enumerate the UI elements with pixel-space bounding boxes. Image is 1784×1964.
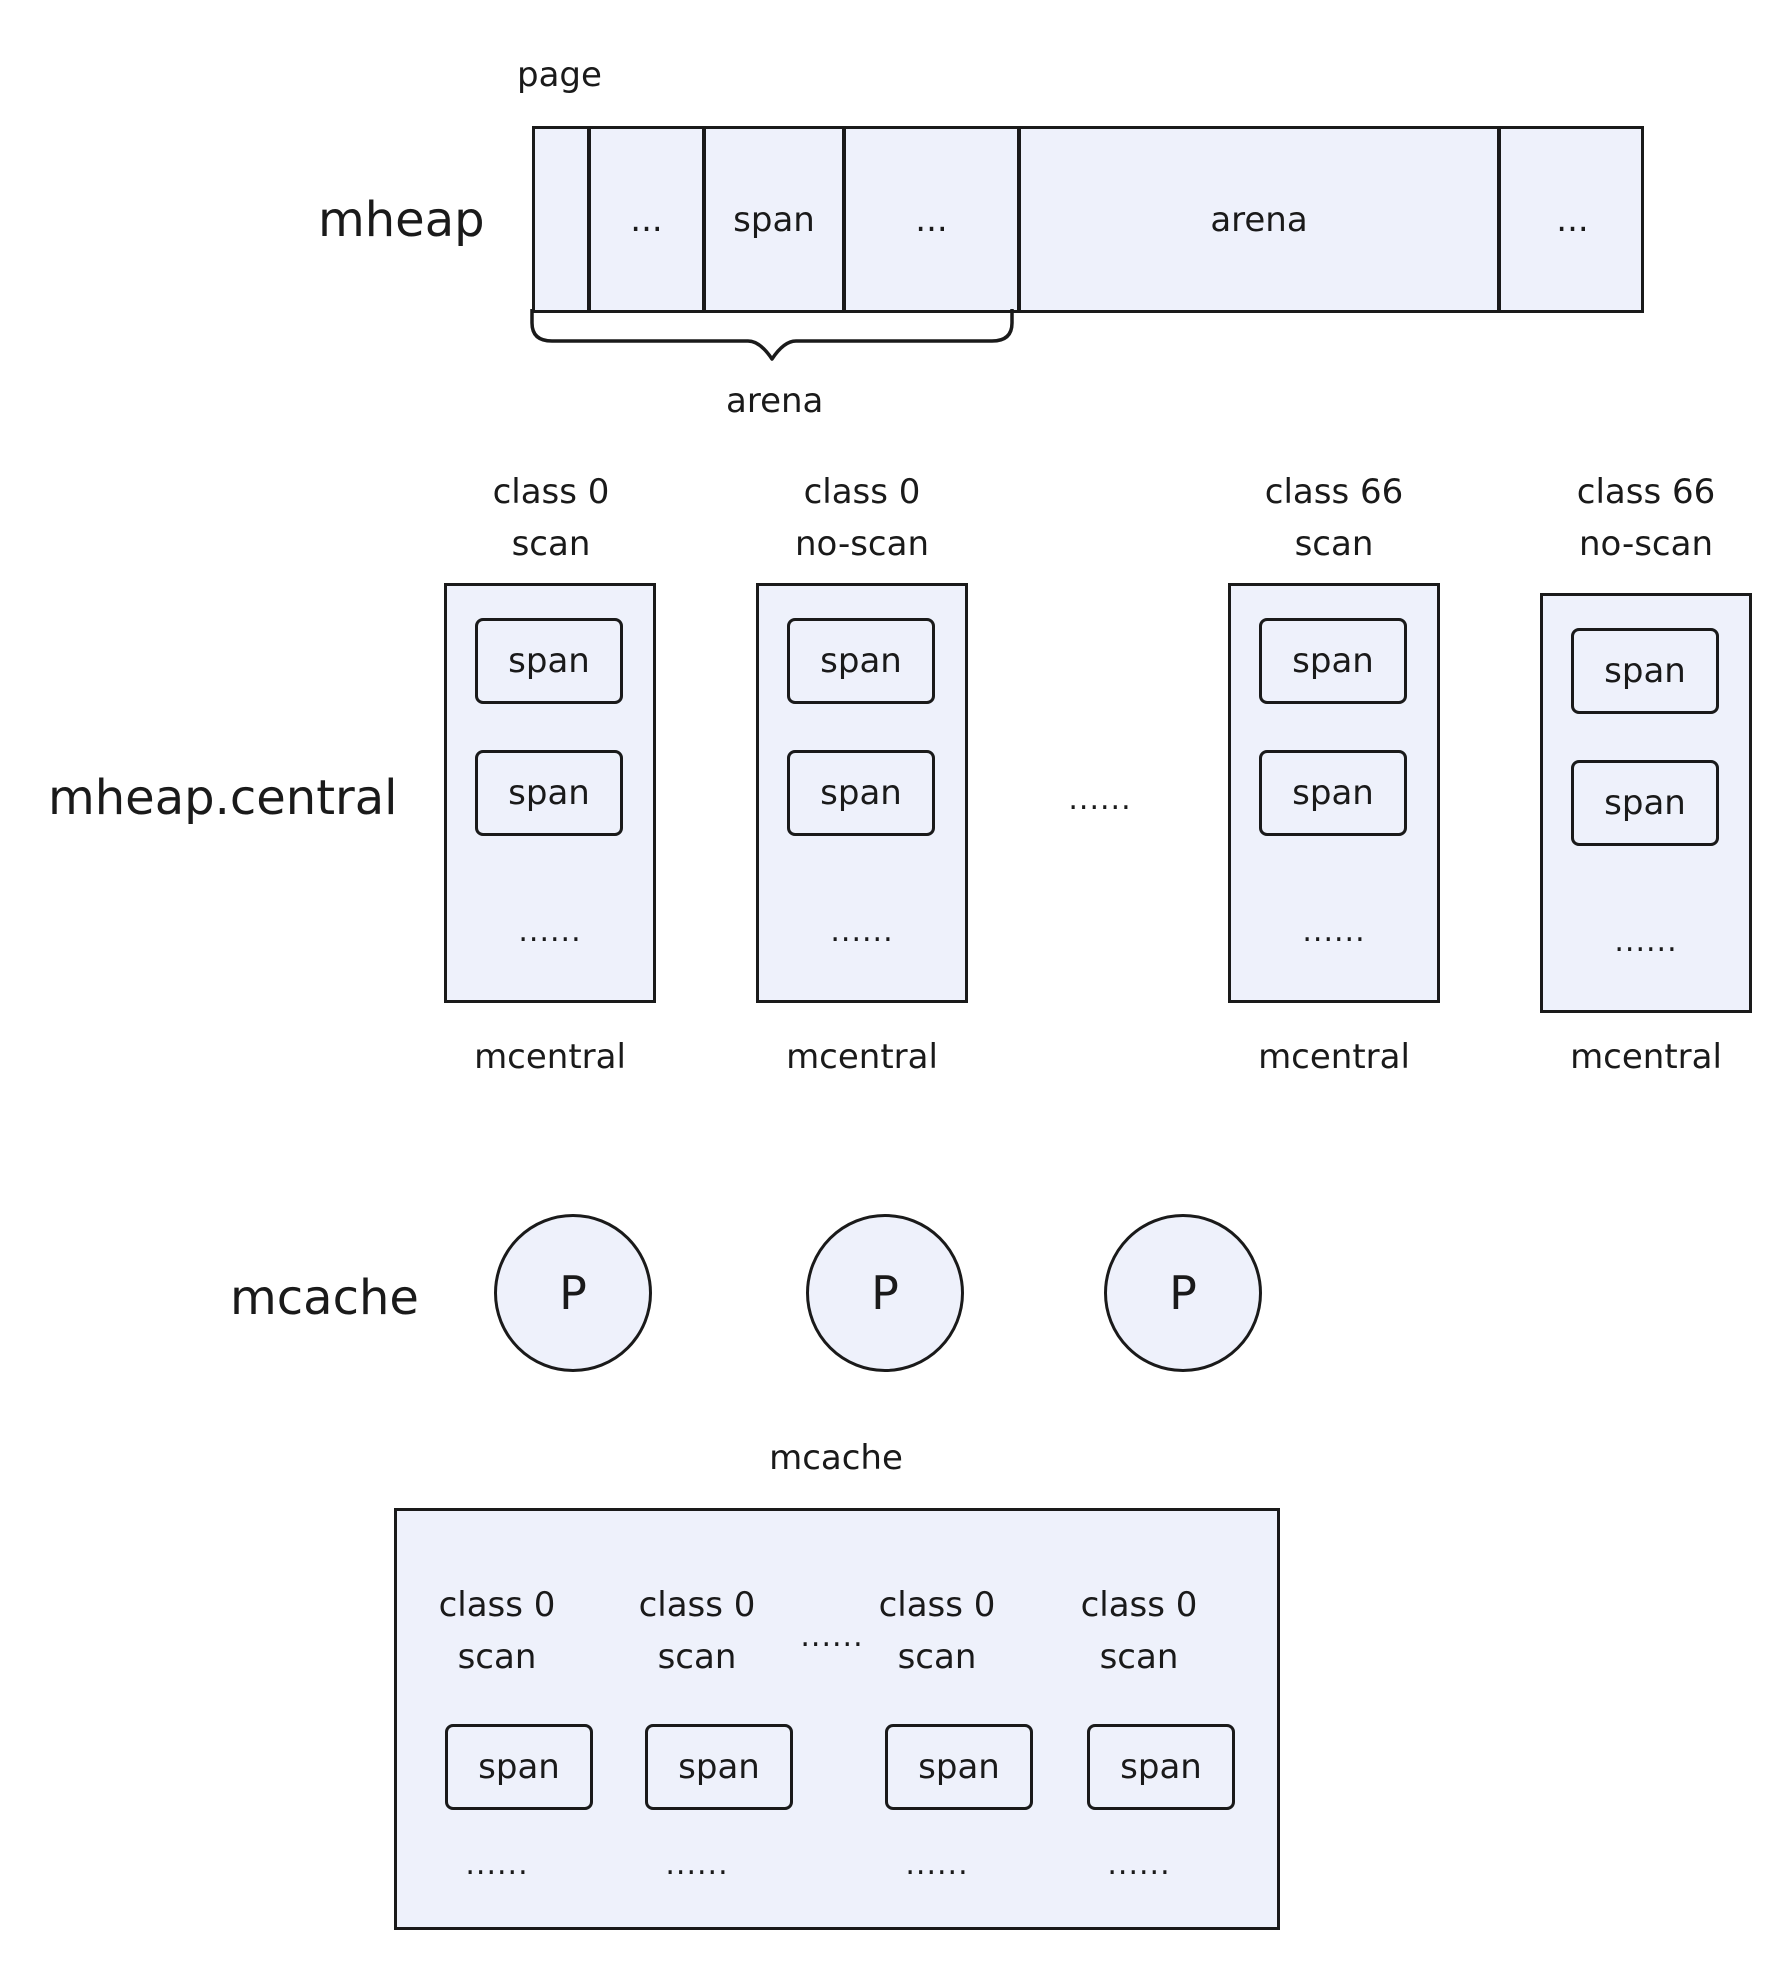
- mcentral-title: class 66 no-scan: [1540, 466, 1752, 570]
- mheap-label: mheap: [318, 192, 485, 248]
- mheap-strip: ... span ... arena ...: [532, 126, 1644, 313]
- span-block: span: [645, 1724, 793, 1810]
- mheap-cell-ellipsis: ...: [587, 129, 702, 310]
- mcentral-box: span span ......: [444, 583, 656, 1003]
- class-label: class 0: [638, 1585, 756, 1625]
- class-label: class 0: [878, 1585, 996, 1625]
- page-label: page: [517, 55, 602, 95]
- scan-kind-label: scan: [1099, 1637, 1179, 1677]
- mcache-label: mcache: [230, 1270, 419, 1326]
- mheap-cell-span: span: [702, 129, 842, 310]
- ellipsis: ......: [905, 1847, 969, 1882]
- span-block: span: [787, 750, 935, 836]
- class-label: class 0: [492, 472, 610, 512]
- ellipsis: ......: [800, 1619, 864, 1654]
- ellipsis: ......: [1302, 914, 1366, 949]
- mcentral-label: mcentral: [1258, 1037, 1410, 1077]
- class-label: class 0: [1080, 1585, 1198, 1625]
- mcache-class-title: class 0 scan: [857, 1579, 1017, 1683]
- processor-p: P: [494, 1214, 652, 1372]
- ellipsis: ......: [665, 1847, 729, 1882]
- span-block: span: [475, 618, 623, 704]
- scan-kind-label: scan: [897, 1637, 977, 1677]
- span-block: span: [445, 1724, 593, 1810]
- scan-kind-label: no-scan: [1578, 524, 1714, 564]
- mcentral-label: mcentral: [1570, 1037, 1722, 1077]
- ellipsis: ......: [1068, 782, 1132, 817]
- processor-p: P: [1104, 1214, 1262, 1372]
- mcentral-box: span span ......: [1540, 593, 1752, 1013]
- ellipsis: ......: [830, 914, 894, 949]
- scan-kind-label: scan: [511, 524, 591, 564]
- scan-kind-label: scan: [1294, 524, 1374, 564]
- span-block: span: [475, 750, 623, 836]
- class-label: class 66: [1576, 472, 1716, 512]
- span-block: span: [1259, 750, 1407, 836]
- mcache-class-title: class 0 scan: [417, 1579, 577, 1683]
- mcentral-title: class 0 scan: [446, 466, 656, 570]
- mcache-box: class 0 scan span ...... class 0 scan sp…: [394, 1508, 1280, 1930]
- processor-p: P: [806, 1214, 964, 1372]
- scan-kind-label: no-scan: [794, 524, 930, 564]
- mcentral-title: class 0 no-scan: [756, 466, 968, 570]
- mcentral-label: mcentral: [474, 1037, 626, 1077]
- mheap-cell-page: [535, 129, 587, 310]
- mcentral-box: span span ......: [756, 583, 968, 1003]
- span-block: span: [1571, 628, 1719, 714]
- class-label: class 0: [438, 1585, 556, 1625]
- mcache-class-title: class 0 scan: [1059, 1579, 1219, 1683]
- span-block: span: [1259, 618, 1407, 704]
- mcentral-box: span span ......: [1228, 583, 1440, 1003]
- scan-kind-label: scan: [657, 1637, 737, 1677]
- mheap-cell-ellipsis: ...: [842, 129, 1017, 310]
- ellipsis: ......: [465, 1847, 529, 1882]
- mheap-cell-arena: arena: [1017, 129, 1497, 310]
- span-block: span: [1087, 1724, 1235, 1810]
- span-block: span: [1571, 760, 1719, 846]
- mcentral-title: class 66 scan: [1228, 466, 1440, 570]
- ellipsis: ......: [1107, 1847, 1171, 1882]
- span-block: span: [885, 1724, 1033, 1810]
- scan-kind-label: scan: [457, 1637, 537, 1677]
- class-label: class 66: [1264, 472, 1404, 512]
- mheap-central-label: mheap.central: [48, 770, 398, 826]
- arena-brace-label: arena: [726, 381, 824, 421]
- span-block: span: [787, 618, 935, 704]
- class-label: class 0: [803, 472, 921, 512]
- mcentral-label: mcentral: [786, 1037, 938, 1077]
- mcache-box-title: mcache: [769, 1438, 903, 1478]
- ellipsis: ......: [1614, 924, 1678, 959]
- mheap-cell-ellipsis: ...: [1497, 129, 1644, 310]
- arena-brace: [530, 309, 1014, 361]
- mcache-class-title: class 0 scan: [617, 1579, 777, 1683]
- ellipsis: ......: [518, 914, 582, 949]
